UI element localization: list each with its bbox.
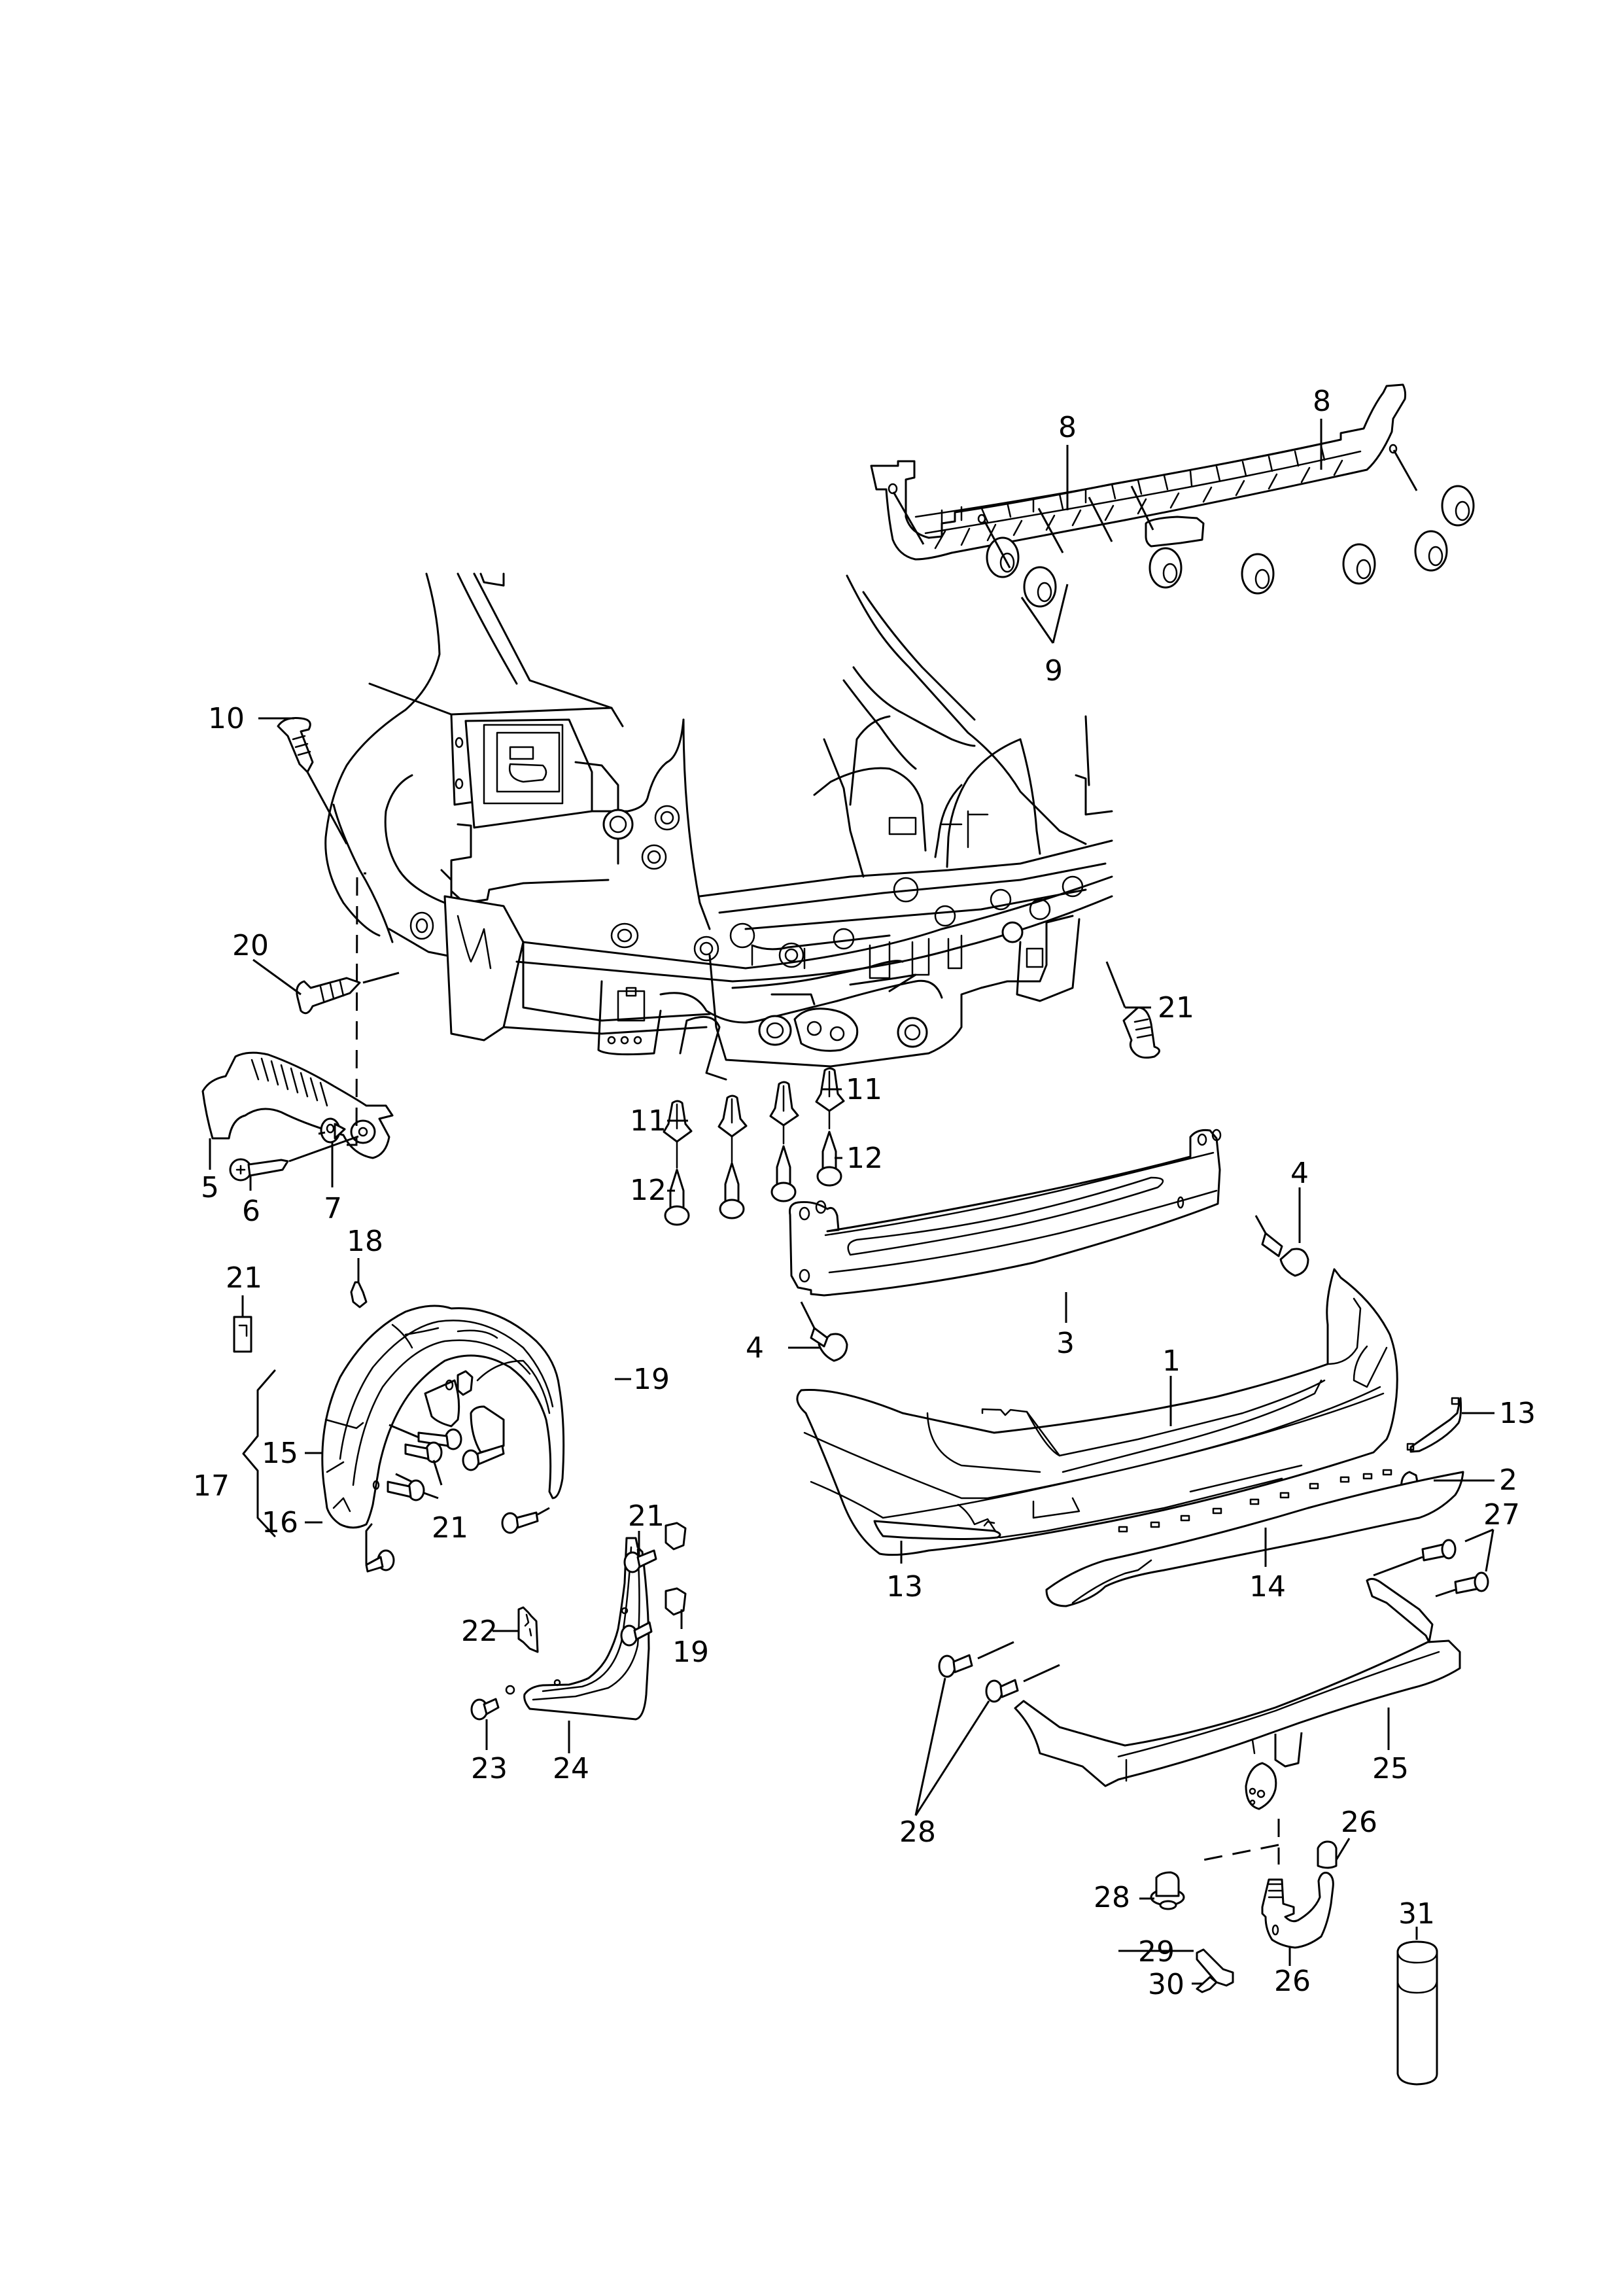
screw-part-21-body-right[interactable] [1105,961,1160,1059]
callout-labels: 8 8 9 10 20 21 11 11 12 12 5 6 7 4 4 3 1… [193,385,1536,2001]
callout-10[interactable]: 10 [208,702,245,735]
callout-14[interactable]: 14 [1249,1570,1286,1603]
callout-29[interactable]: 28 [1094,1881,1130,1914]
callout-27[interactable]: 26 [1341,1806,1377,1839]
screw-part-21-body-left[interactable] [296,972,400,1015]
clip-part-18[interactable] [350,1258,368,1308]
tapping-screws-part-12[interactable] [664,1110,842,1226]
callout-13-right[interactable]: 13 [1499,1397,1536,1430]
callout-31[interactable]: 30 [1148,1968,1184,2001]
callout-22[interactable]: 22 [461,1615,498,1648]
hex-bolts-part-28-right[interactable] [1373,1528,1494,1598]
screw-part-23[interactable] [470,1698,500,1750]
spring-nuts-part-19-lower[interactable] [665,1522,687,1629]
callout-25[interactable]: 25 [1372,1752,1409,1785]
bumper-reinforcement-part-3[interactable] [789,1129,1222,1297]
callout-7[interactable]: 7 [324,1192,342,1225]
callout-11-left[interactable]: 11 [630,1104,666,1138]
callout-18[interactable]: 18 [347,1225,383,1258]
callout-20[interactable]: 21 [226,1261,262,1295]
clip-part-22[interactable] [492,1606,539,1653]
callout-19-upper[interactable]: 19 [633,1363,670,1396]
mud-flap-part-24[interactable] [505,1537,650,1753]
screw-part-10[interactable] [277,717,348,845]
callout-9[interactable]: 9 [1045,654,1063,688]
callout-35[interactable]: 31 [1398,1897,1435,1931]
wheel-housing-liner-part-17[interactable] [321,1305,565,1529]
callout-24[interactable]: 24 [553,1752,589,1785]
callout-21-body-left[interactable]: 20 [232,929,269,962]
hex-bolts-part-28-left[interactable] [914,1641,1060,1816]
callout-6[interactable]: 6 [242,1195,260,1228]
callout-5[interactable]: 5 [201,1171,219,1204]
callout-16[interactable]: 16 [262,1506,298,1539]
screw-part-21-mudflap[interactable] [620,1531,657,1647]
spring-nut-part-19-upper[interactable] [445,1370,474,1396]
assembly-line-towball [1190,1819,1279,1868]
callout-21-body-right[interactable]: 21 [1158,991,1194,1025]
callout-8-left[interactable]: 8 [1058,411,1077,444]
callout-4-left[interactable]: 4 [746,1331,764,1365]
ball-head-part-26[interactable] [1261,1872,1334,1967]
protective-cap-part-29[interactable] [1150,1870,1185,1910]
grommet-part-7[interactable] [318,1117,346,1144]
label-leaders [209,419,1494,1750]
ball-cap-part-27[interactable] [1317,1838,1351,1869]
key-blank-part-31[interactable] [1196,1976,1218,1993]
expanding-nuts-part-11[interactable] [663,1067,845,1143]
callout-19-lower[interactable]: 19 [672,1636,709,1669]
body-rear-section[interactable] [324,572,1113,1081]
callout-28-right[interactable]: 27 [1483,1498,1520,1532]
label-part-20[interactable] [233,1295,252,1353]
callout-15[interactable]: 15 [262,1437,298,1470]
callout-8-right[interactable]: 8 [1313,385,1331,418]
mounting-bracket-part-8[interactable] [870,383,1407,561]
tow-hitch-crossmember-part-25[interactable] [1014,1577,1461,1810]
callout-23[interactable]: 23 [471,1752,508,1785]
callout-11-right[interactable]: 11 [846,1073,882,1106]
assembly-bracket-17 [242,1369,276,1537]
callout-12-left[interactable]: 12 [630,1174,666,1207]
side-bracket-part-5[interactable] [201,1051,394,1159]
screws-part-21-liner[interactable] [365,1424,550,1573]
reflector-trim-part-13-right[interactable] [1406,1397,1462,1453]
callout-26[interactable]: 26 [1274,1965,1311,1998]
callout-2[interactable]: 2 [1499,1463,1517,1497]
screw-part-6[interactable] [229,1135,359,1182]
lower-spoiler-part-14[interactable] [984,1469,1464,1607]
hex-bolts-part-4[interactable] [800,1215,1309,1362]
spray-can-part-35[interactable] [1396,1927,1438,2086]
bumper-cover-part-1[interactable] [796,1268,1398,1556]
callout-4-right[interactable]: 4 [1290,1157,1309,1190]
callout-21-mudflap[interactable]: 21 [628,1499,665,1533]
callout-28-left[interactable]: 28 [899,1815,936,1849]
callout-1[interactable]: 1 [1162,1344,1181,1378]
key-part-30[interactable] [1196,1948,1234,1987]
callout-leaders-misc [1118,1897,1203,1985]
callout-13-left[interactable]: 13 [886,1570,923,1603]
callout-17[interactable]: 17 [193,1469,230,1503]
flange-nuts-part-9[interactable] [892,449,1475,644]
callout-3[interactable]: 3 [1056,1327,1075,1360]
callout-21-liner[interactable]: 21 [432,1511,468,1545]
reflector-trim-part-13-left[interactable] [873,1520,1001,1540]
assembly-line-bracket [347,872,366,1146]
callout-12-right[interactable]: 12 [846,1142,883,1175]
